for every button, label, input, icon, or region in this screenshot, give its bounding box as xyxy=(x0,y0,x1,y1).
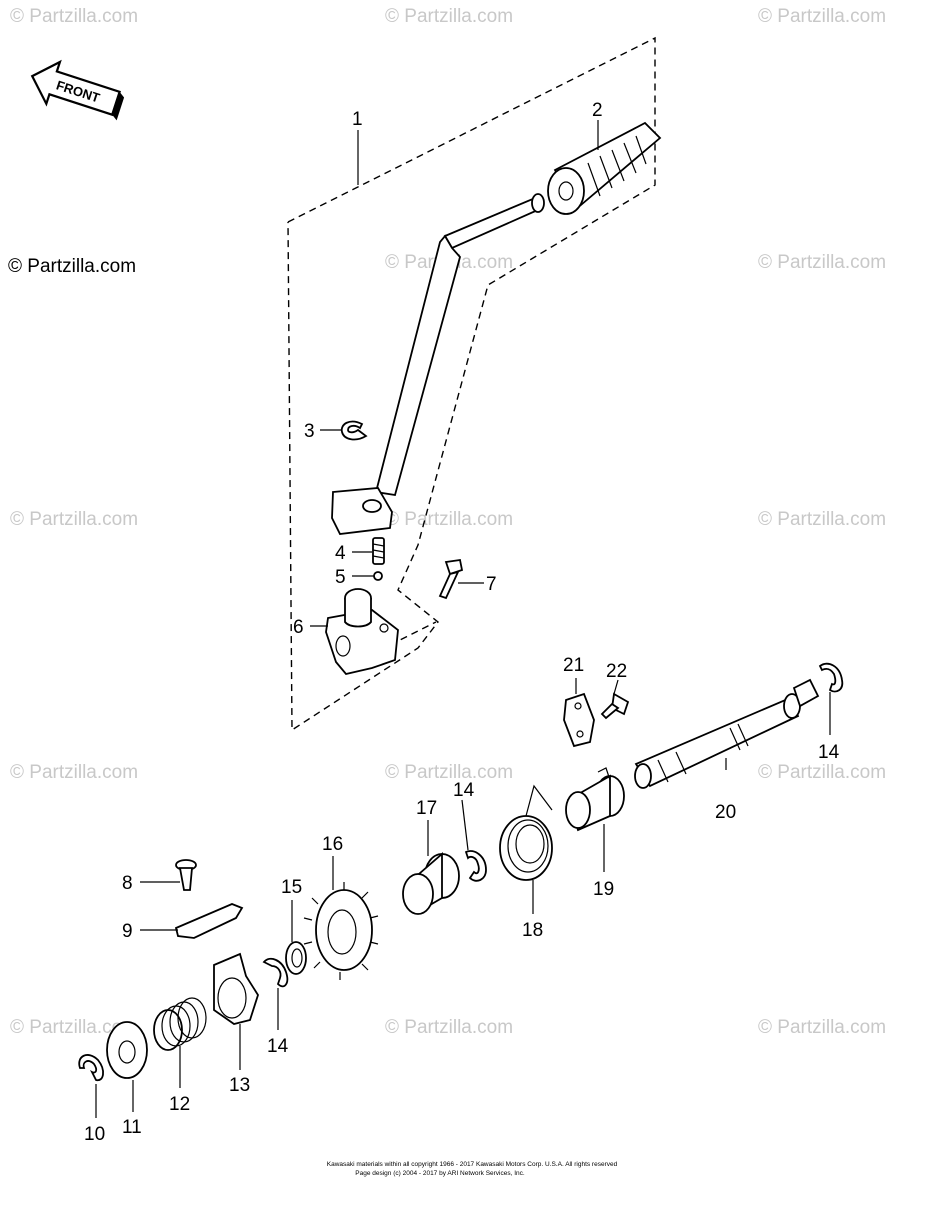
gear-16 xyxy=(303,882,379,980)
part-label-18: 18 xyxy=(522,920,543,941)
watermark: © Partzilla.com xyxy=(10,1017,138,1038)
watermark: © Partzilla.com xyxy=(758,509,886,530)
part-label-11: 11 xyxy=(122,1117,142,1138)
plate-9 xyxy=(174,903,244,939)
kick-pedal-arm xyxy=(331,193,545,535)
part-label-1: 1 xyxy=(352,109,363,130)
part-labels: 1 2 3 4 5 6 7 8 9 10 11 12 13 14 15 16 1… xyxy=(84,100,840,1145)
watermark: © Partzilla.com xyxy=(758,252,886,273)
front-direction-arrow: FRONT xyxy=(30,59,125,121)
part-label-12: 12 xyxy=(169,1094,190,1115)
circlip-14-center xyxy=(464,850,487,882)
circlip-14-lower xyxy=(262,958,289,988)
part-label-9: 9 xyxy=(122,921,133,942)
washer-11 xyxy=(106,1021,148,1079)
assembly-boundary xyxy=(287,36,656,732)
watermark: © Partzilla.com xyxy=(758,1017,886,1038)
ratchet-13 xyxy=(213,952,259,1025)
kick-spring-18 xyxy=(499,784,553,881)
watermark: © Partzilla.com xyxy=(385,509,513,530)
watermark: © Partzilla.com xyxy=(758,762,886,783)
part-label-5: 5 xyxy=(335,567,346,588)
part-label-14-lower: 14 xyxy=(267,1036,289,1057)
watermark: © Partzilla.com xyxy=(385,6,513,27)
collar-17 xyxy=(402,852,460,915)
watermark: © Partzilla.com xyxy=(758,6,886,27)
kick-shaft-20 xyxy=(634,678,820,789)
circlip-3 xyxy=(340,420,368,441)
leader-lines xyxy=(95,120,831,1118)
part-label-13: 13 xyxy=(229,1075,250,1096)
bolt-22 xyxy=(600,692,630,720)
part-label-17: 17 xyxy=(416,798,437,819)
part-label-2: 2 xyxy=(592,100,603,121)
part-label-14-upper: 14 xyxy=(818,742,840,763)
part-label-16: 16 xyxy=(322,834,343,855)
part-label-3: 3 xyxy=(304,421,315,442)
footer: Kawasaki materials within all copyright … xyxy=(327,1161,618,1177)
part-label-21: 21 xyxy=(563,655,584,676)
guide-19 xyxy=(565,767,625,832)
watermark: © Partzilla.com xyxy=(10,509,138,530)
watermark: © Partzilla.com xyxy=(385,762,513,783)
washer-15 xyxy=(285,941,307,975)
watermark: © Partzilla.com xyxy=(10,762,138,783)
part-label-10: 10 xyxy=(84,1124,105,1145)
part-label-20: 20 xyxy=(715,802,736,823)
part-label-7: 7 xyxy=(486,574,497,595)
part-label-14-center: 14 xyxy=(453,780,475,801)
pedal-boss-6 xyxy=(325,588,399,676)
part-label-6: 6 xyxy=(293,617,304,638)
spring-12 xyxy=(153,997,207,1051)
part-label-19: 19 xyxy=(593,879,614,900)
bolt-7 xyxy=(438,558,464,600)
part-label-8: 8 xyxy=(122,873,133,894)
circlip-14-upper xyxy=(818,662,844,693)
part-label-15: 15 xyxy=(281,877,302,898)
part-label-4: 4 xyxy=(335,543,346,564)
circlip-10 xyxy=(78,1054,104,1082)
copyright-badge: © Partzilla.com xyxy=(8,256,136,277)
spring-4 xyxy=(372,537,385,565)
footer-line-2: Page design (c) 2004 - 2017 by ARI Netwo… xyxy=(355,1170,525,1177)
bolt-8 xyxy=(175,859,197,891)
watermark: © Partzilla.com xyxy=(385,1017,513,1038)
plate-21 xyxy=(563,692,595,748)
kick-pedal-grip xyxy=(547,121,662,215)
footer-line-1: Kawasaki materials within all copyright … xyxy=(327,1161,618,1168)
ball-5 xyxy=(373,571,383,581)
part-label-22: 22 xyxy=(606,661,627,682)
watermark: © Partzilla.com xyxy=(10,6,138,27)
